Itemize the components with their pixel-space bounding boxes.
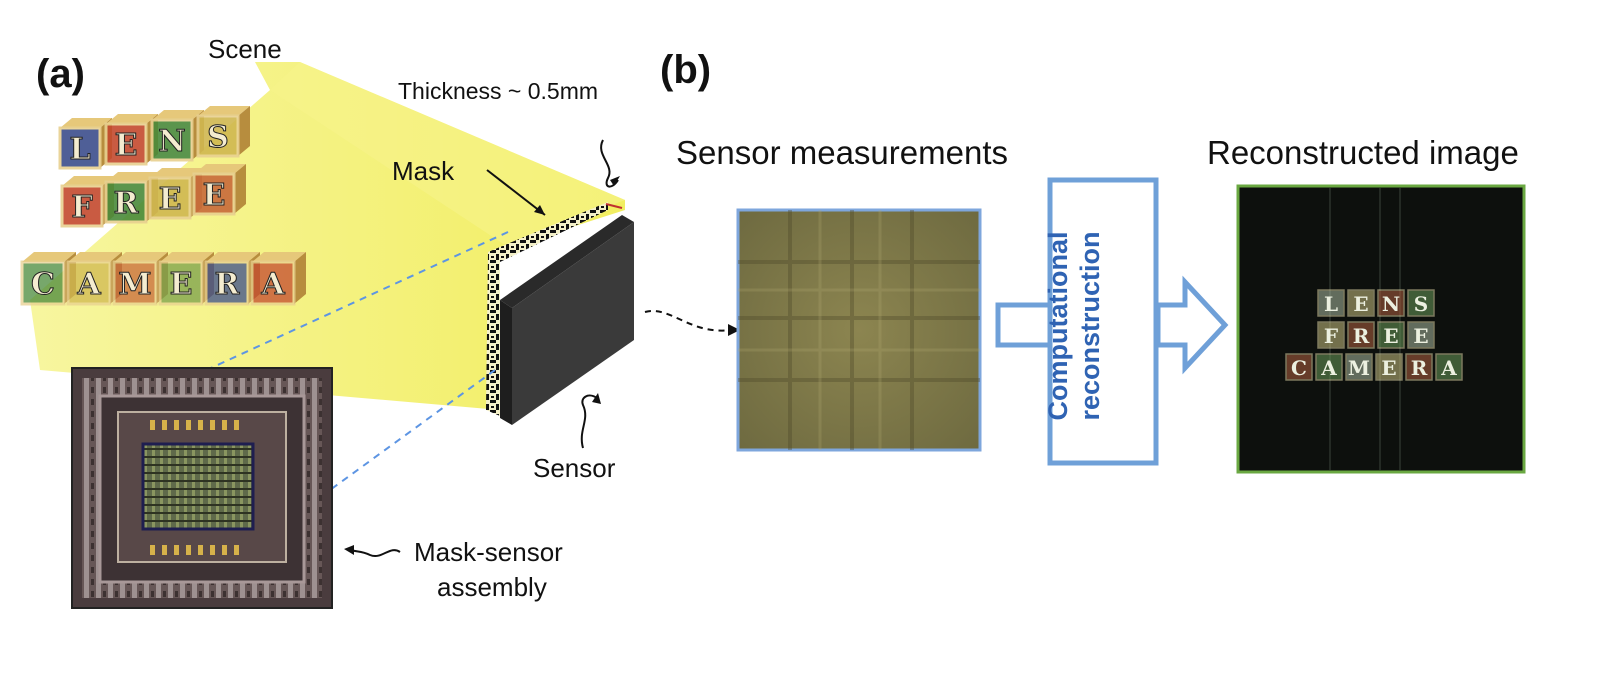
annotation-arrows: [344, 139, 620, 558]
recon-letter: R: [1405, 353, 1433, 381]
recon-letter-text: E: [1413, 324, 1428, 348]
mask-layer: [486, 202, 608, 416]
letter-block-text: S: [207, 120, 229, 155]
letter-block: E: [192, 164, 246, 216]
recon-letter-text: C: [1291, 356, 1307, 380]
recon-letter: E: [1407, 321, 1435, 349]
recon-letter: C: [1285, 353, 1313, 381]
reconstructed-title: Reconstructed image: [1207, 134, 1519, 171]
measurements-title: Sensor measurements: [676, 134, 1008, 171]
letter-block: E: [104, 114, 158, 166]
letter-block-text: E: [170, 267, 193, 302]
recon-letter-text: A: [1320, 356, 1337, 380]
recon-letter-text: M: [1348, 356, 1370, 380]
recon-letter-text: R: [1353, 324, 1370, 348]
letter-block: A: [250, 252, 306, 306]
recon-letter: L: [1317, 289, 1345, 317]
recon-letter-text: L: [1324, 292, 1338, 316]
letter-block-text: C: [31, 267, 55, 302]
recon-letter-text: E: [1383, 324, 1398, 348]
process-label: Computational reconstruction: [1042, 231, 1106, 420]
letter-block-text: E: [203, 178, 226, 213]
letter-block-text: R: [215, 267, 241, 302]
assembly-arrow: [349, 549, 401, 558]
letter-block-text: L: [69, 132, 90, 167]
mask-arrow: [486, 169, 546, 216]
assembly-label-line1: Mask-sensor: [414, 537, 563, 567]
letter-block-text: M: [118, 267, 151, 302]
assembly-photo: [71, 367, 333, 609]
letter-block-text: F: [71, 190, 92, 225]
letter-block: S: [196, 106, 250, 158]
letter-block: L: [58, 118, 112, 170]
letter-block-text: A: [260, 267, 285, 302]
recon-letter-text: N: [1382, 292, 1400, 316]
recon-letter-text: R: [1411, 356, 1428, 380]
recon-letter-text: E: [1353, 292, 1368, 316]
mask-label: Mask: [392, 156, 455, 186]
recon-letter: E: [1377, 321, 1405, 349]
sensor-block: [500, 203, 634, 425]
letter-block-text: R: [114, 186, 140, 221]
sensor-measurements-image: [736, 208, 982, 452]
letter-block: R: [104, 172, 158, 224]
zoom-line-top: [199, 231, 509, 374]
process-arrow: [995, 177, 1229, 466]
recon-letter-text: S: [1414, 292, 1428, 316]
panel-a-label: (a): [36, 52, 85, 96]
recon-letter: M: [1345, 353, 1373, 381]
measurement-arrow: [644, 309, 740, 336]
sensor-label: Sensor: [533, 453, 616, 483]
letter-block-text: A: [76, 267, 101, 302]
recon-letter: E: [1347, 289, 1375, 317]
panel-b-label: (b): [660, 48, 712, 92]
recon-letter: A: [1315, 353, 1343, 381]
recon-letter: S: [1407, 289, 1435, 317]
recon-letter-text: F: [1324, 324, 1338, 348]
process-label-line2: reconstruction: [1075, 231, 1105, 421]
letter-block: N: [150, 110, 204, 162]
thickness-arrow: [600, 139, 619, 188]
recon-letter-text: E: [1381, 356, 1396, 380]
scene-label: Scene: [208, 34, 282, 64]
assembly-label-line2: assembly: [437, 572, 547, 602]
recon-letter: R: [1347, 321, 1375, 349]
light-beam: [30, 62, 625, 410]
recon-letter: N: [1377, 289, 1405, 317]
letter-block-text: N: [158, 124, 185, 159]
recon-letter: F: [1317, 321, 1345, 349]
letter-block-text: E: [115, 128, 138, 163]
zoom-line-bottom: [329, 369, 496, 491]
sensor-arrow: [580, 394, 598, 449]
thickness-label: Thickness ~ 0.5mm: [398, 78, 599, 104]
recon-letter: A: [1435, 353, 1463, 381]
letter-block-text: E: [159, 182, 182, 217]
recon-letter-text: A: [1440, 356, 1457, 380]
process-label-line1: Computational: [1043, 231, 1073, 421]
recon-letter: E: [1375, 353, 1403, 381]
